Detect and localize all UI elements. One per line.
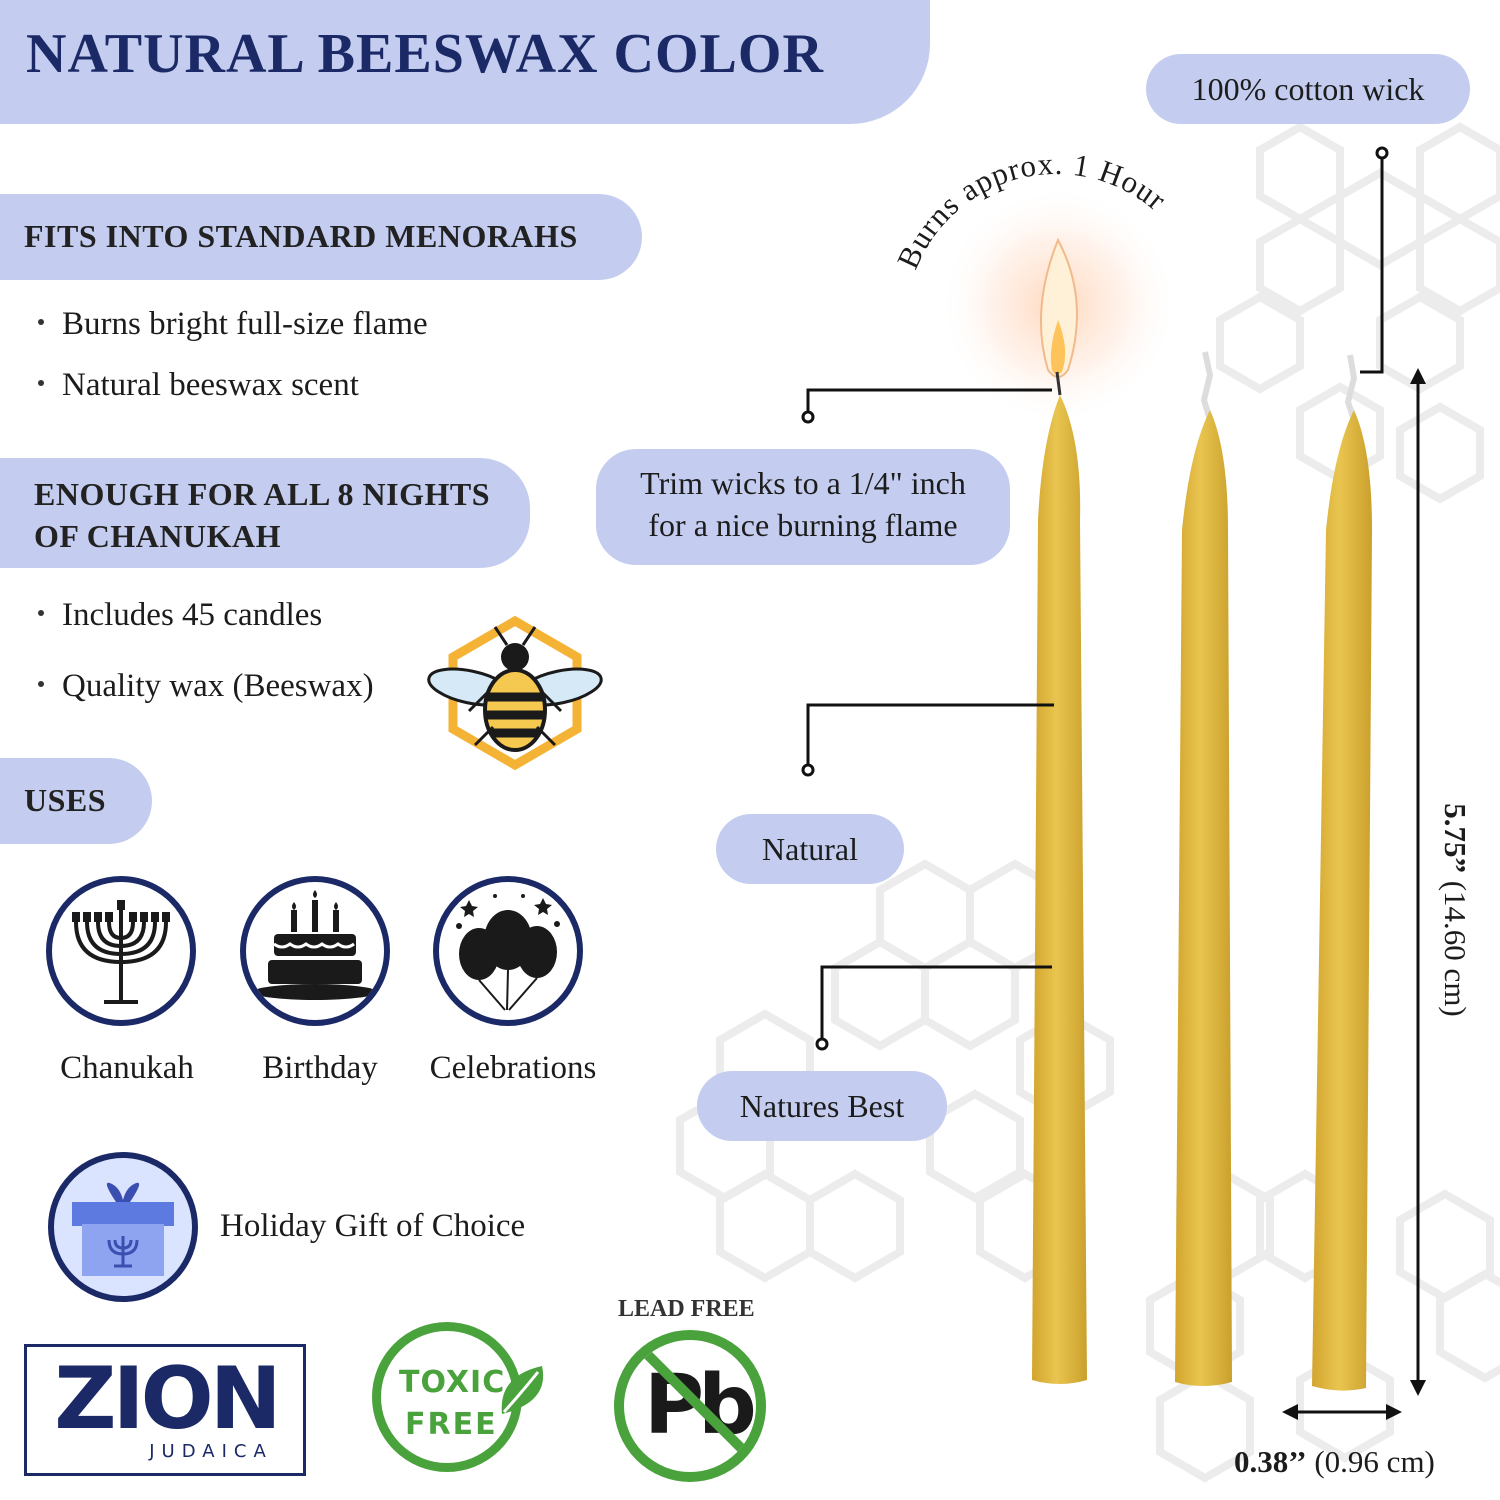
width-value: 0.38’’ [1234,1444,1307,1479]
height-dimension: 5.75” (14.60 cm) [1437,803,1473,1017]
svg-text:Burns approx. 1 Hour: Burns approx. 1 Hour [890,146,1174,274]
callout-trim-line2: for a nice burning flame [648,507,958,543]
toxic-free-line1: TOXIC [399,1365,506,1400]
bullet-item: Natural beeswax scent [38,367,359,404]
callout-natural-text: Natural [762,831,858,867]
section-nights-title-line1: ENOUGH FOR ALL 8 NIGHTS [34,476,491,512]
burn-time-arc: Burns approx. 1 Hour [890,146,1174,274]
lead-free-label: LEAD FREE [618,1296,755,1322]
candle-illustration [801,146,1426,1420]
section-uses-heading: USES [0,758,152,844]
title-banner: NATURAL BEESWAX COLOR [0,0,930,124]
leaf-icon [501,1366,544,1414]
gift-label: Holiday Gift of Choice [220,1208,526,1244]
page-title: NATURAL BEESWAX COLOR [26,23,824,85]
height-metric: (14.60 cm) [1438,880,1473,1017]
use-label-chanukah: Chanukah [60,1050,194,1086]
burn-time-text: Burns approx. 1 Hour [890,146,1173,274]
flame-icon [1039,237,1078,378]
bullet-item: Burns bright full-size flame [38,306,428,343]
toxic-free-badge: TOXIC FREE [372,1322,522,1472]
callout-natural: Natural [716,814,904,884]
use-label-birthday: Birthday [262,1050,378,1086]
callout-natures-best: Natures Best [697,1071,947,1141]
callout-trim-line1: Trim wicks to a 1/4" inch [640,465,966,501]
section-nights-heading: ENOUGH FOR ALL 8 NIGHTS OF CHANUKAH [0,458,530,568]
callout-trim: Trim wicks to a 1/4" inch for a nice bur… [596,449,1010,565]
gift-box-icon [48,1152,198,1302]
balloons-icon [433,876,583,1026]
brand-logo: ZION JUDAICA [24,1344,306,1476]
lead-free-badge: Pb [614,1330,766,1482]
toxic-free-line2: FREE [405,1407,498,1442]
section-nights-title-line2: OF CHANUKAH [34,518,281,554]
use-label-celebrations: Celebrations [429,1050,597,1086]
section-menorahs-title: FITS INTO STANDARD MENORAHS [24,218,578,254]
bee-icon [427,615,603,771]
brand-logo-sub: JUDAICA [149,1441,273,1462]
menorah-icon [46,876,196,1026]
section-uses-title: USES [24,782,107,818]
bullet-item: Includes 45 candles [38,597,322,634]
callout-wick-text: 100% cotton wick [1191,71,1425,107]
brand-logo-main: ZION [54,1349,281,1449]
callout-natures-best-text: Natures Best [739,1088,905,1124]
width-metric: (0.96 cm) [1314,1444,1435,1479]
bullet-item: Quality wax (Beeswax) [38,668,374,705]
callout-wick: 100% cotton wick [1146,54,1470,124]
height-value: 5.75” [1438,803,1473,873]
width-dimension: 0.38’’ (0.96 cm) [1234,1444,1435,1480]
birthday-cake-icon [240,876,390,1026]
section-menorahs-heading: FITS INTO STANDARD MENORAHS [0,194,642,280]
